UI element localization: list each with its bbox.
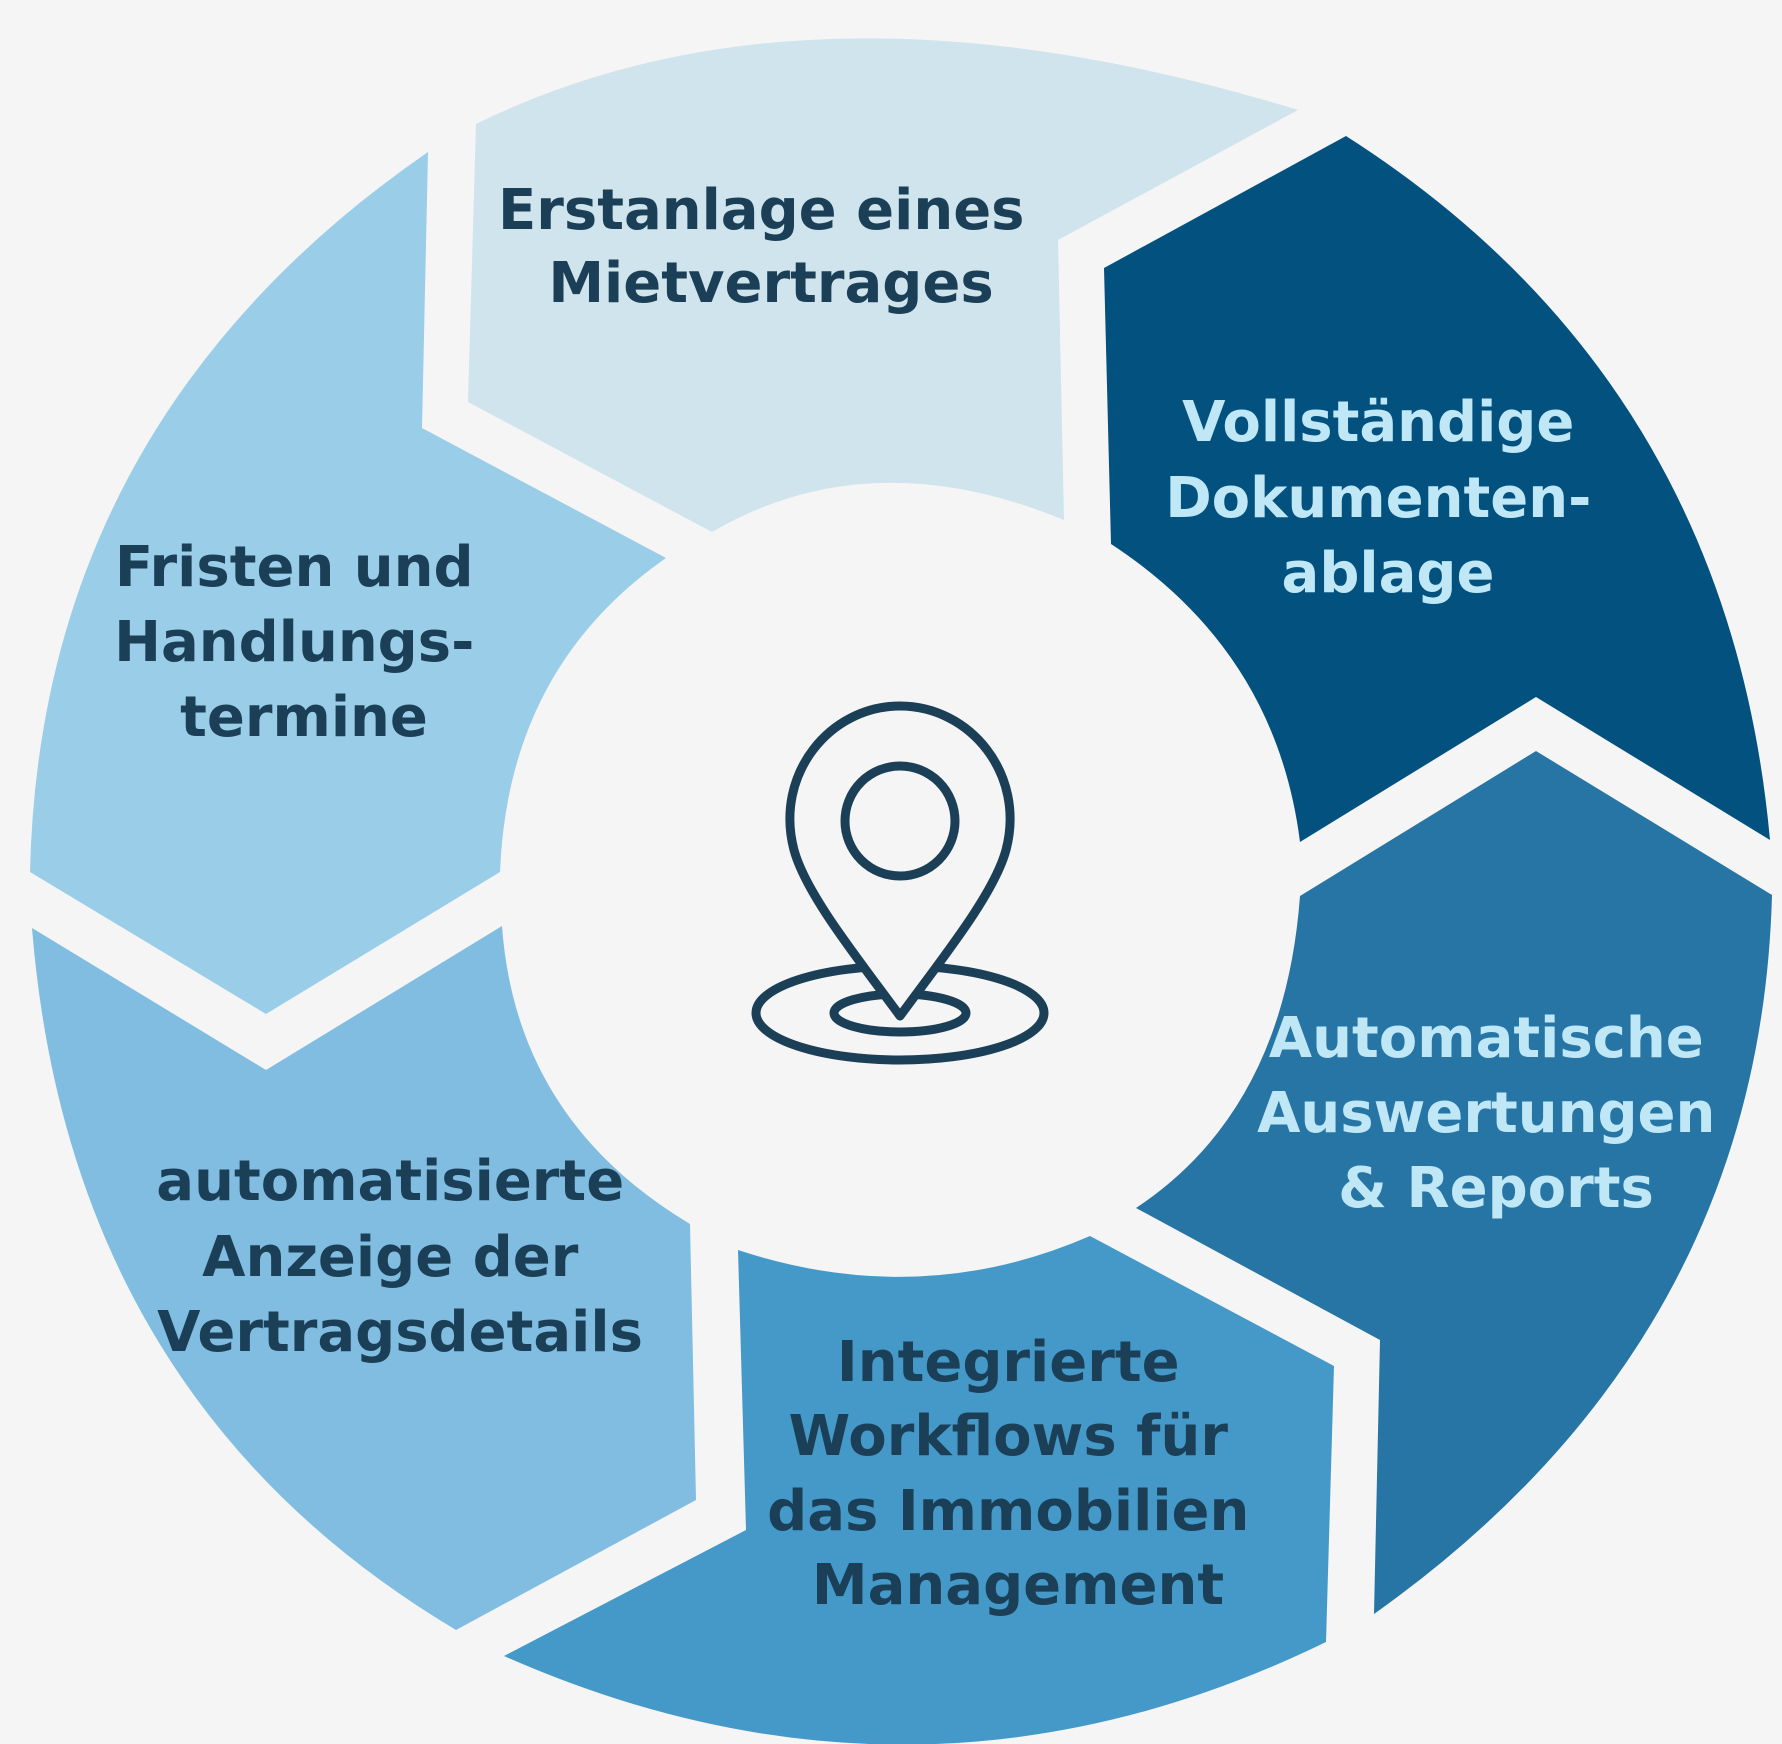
segment-dokumentenablage-label: Vollständige Dokumenten- ablage bbox=[1165, 390, 1611, 606]
segment-fristen-line-3: termine bbox=[180, 685, 428, 750]
segment-auswertungen: Automatische Auswertungen & Reports bbox=[1136, 751, 1772, 1614]
segment-dokumentenablage-shape bbox=[1104, 136, 1770, 842]
segment-vertragsdetails-line-2: Anzeige der bbox=[202, 1225, 579, 1290]
segment-dokumentenablage-line-3: ablage bbox=[1282, 541, 1495, 606]
segment-workflows-line-4: Management bbox=[812, 1553, 1224, 1618]
segment-auswertungen-line-2: Auswertungen bbox=[1257, 1081, 1715, 1146]
segment-auswertungen-line-3: & Reports bbox=[1338, 1156, 1654, 1221]
segment-fristen-shape bbox=[30, 152, 666, 1014]
location-pin-icon bbox=[751, 701, 1049, 1065]
segment-fristen-line-2: Handlungs- bbox=[114, 610, 474, 675]
segment-workflows: Integrierte Workflows für das Immobilien… bbox=[504, 1236, 1334, 1744]
segment-auswertungen-shape bbox=[1136, 751, 1772, 1614]
segment-erstanlage-shape bbox=[468, 38, 1298, 532]
location-pin-hole bbox=[840, 761, 960, 881]
segment-vertragsdetails-line-3: Vertragsdetails bbox=[157, 1300, 643, 1365]
segment-vertragsdetails: automatisierte Anzeige der Vertragsdetai… bbox=[32, 926, 696, 1630]
segment-erstanlage-label: Erstanlage eines Mietvertrages bbox=[498, 178, 1044, 316]
segment-workflows-shape bbox=[504, 1236, 1334, 1744]
segment-fristen-label: Fristen und Handlungs- termine bbox=[114, 535, 494, 750]
segment-workflows-line-1: Integrierte bbox=[837, 1330, 1180, 1395]
segment-dokumentenablage: Vollständige Dokumenten- ablage bbox=[1104, 136, 1770, 842]
segment-vertragsdetails-line-1: automatisierte bbox=[156, 1149, 624, 1214]
segment-vertragsdetails-label: automatisierte Anzeige der Vertragsdetai… bbox=[156, 1149, 643, 1365]
segment-workflows-label: Integrierte Workflows für das Immobilien… bbox=[767, 1330, 1269, 1618]
segment-auswertungen-line-1: Automatische bbox=[1269, 1006, 1704, 1071]
segment-auswertungen-label: Automatische Auswertungen & Reports bbox=[1257, 1006, 1735, 1221]
segment-erstanlage-line-2: Mietvertrages bbox=[548, 251, 993, 316]
segment-dokumentenablage-line-1: Vollständige bbox=[1182, 390, 1574, 455]
segment-workflows-line-3: das Immobilien bbox=[767, 1479, 1249, 1544]
center-hub bbox=[751, 701, 1049, 1065]
segment-fristen-line-1: Fristen und bbox=[115, 535, 474, 600]
segment-erstanlage-line-1: Erstanlage eines bbox=[498, 178, 1025, 243]
segment-workflows-line-2: Workflows für bbox=[789, 1404, 1229, 1469]
segment-fristen: Fristen und Handlungs- termine bbox=[30, 152, 666, 1014]
segment-dokumentenablage-line-2: Dokumenten- bbox=[1165, 466, 1591, 531]
location-pin-marker bbox=[785, 701, 1015, 1021]
segment-vertragsdetails-shape bbox=[32, 926, 696, 1630]
segment-erstanlage: Erstanlage eines Mietvertrages bbox=[468, 38, 1298, 532]
